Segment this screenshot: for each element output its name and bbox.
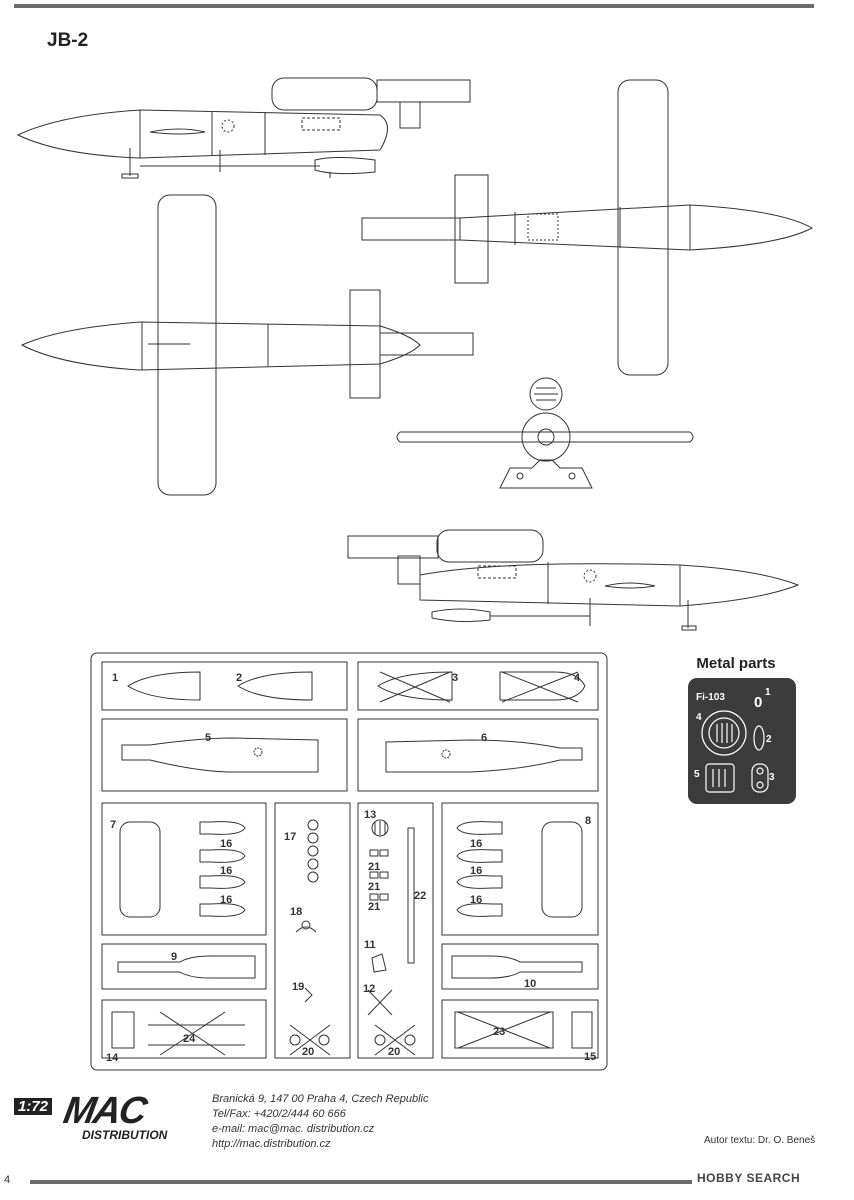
website-line: http://mac.distribution.cz: [212, 1138, 331, 1150]
sprue-parts: [111, 671, 593, 1056]
part-label: 11: [364, 939, 376, 951]
part-label: 16: [470, 894, 482, 906]
logo-brand: MAC: [60, 1090, 149, 1132]
part-label: 16: [470, 838, 482, 850]
part-label: 18: [290, 906, 302, 918]
part-label: 7: [110, 819, 116, 831]
part-label: 6: [481, 732, 487, 744]
bottom-rule: [30, 1180, 692, 1184]
metal-parts-card: Fi-103 0 1 4 2 5 3: [688, 678, 796, 804]
phone-line: Tel/Fax: +420/2/444 60 666: [212, 1108, 346, 1120]
top-view-right: [361, 79, 814, 376]
metal-parts-drawing: [701, 710, 769, 793]
logo-sub: DISTRIBUTION: [82, 1128, 168, 1142]
part-label: 20: [302, 1046, 314, 1058]
metal-number: 2: [766, 734, 772, 745]
part-label: 24: [183, 1033, 196, 1045]
front-view: [396, 377, 694, 489]
part-label: 21: [368, 901, 380, 913]
logo-scale: 1:72: [14, 1098, 53, 1115]
page-title: JB-2: [47, 30, 89, 51]
metal-number: 4: [696, 712, 702, 723]
part-label: 13: [364, 809, 376, 821]
part-label: 5: [205, 732, 211, 744]
part-number-labels: 1 2 3 4 5 6 7 8 9 10 11 12 13 14 15 16 1…: [106, 672, 596, 1064]
part-label: 17: [284, 831, 296, 843]
address-block: Branická 9, 147 00 Praha 4, Czech Republ…: [212, 1092, 428, 1152]
top-view-left: [20, 194, 474, 496]
part-label: 20: [388, 1046, 400, 1058]
part-label: 16: [220, 865, 232, 877]
part-label: 16: [470, 865, 482, 877]
part-label: 21: [368, 881, 380, 893]
metal-number: 1: [765, 687, 771, 698]
address-line: Branická 9, 147 00 Praha 4, Czech Republ…: [212, 1093, 429, 1105]
part-label: 10: [524, 978, 536, 990]
part-label: 22: [414, 890, 426, 902]
part-label: 19: [292, 981, 304, 993]
part-label: 16: [220, 838, 232, 850]
email-line: e-mail: mac@mac. distribution.cz: [212, 1123, 375, 1135]
part-label: 15: [584, 1051, 596, 1063]
metal-parts-title: Metal parts: [696, 655, 776, 672]
part-label: 21: [368, 861, 380, 873]
part-label: 8: [585, 815, 591, 827]
metal-sheet-label: Fi-103: [696, 692, 725, 703]
page-number: 4: [4, 1174, 11, 1186]
part-label: 16: [220, 894, 232, 906]
side-view-right: [347, 529, 800, 631]
mac-logo: 1:72 MAC DISTRIBUTION: [14, 1090, 184, 1146]
metal-number: 0: [754, 694, 763, 711]
part-label: 2: [236, 672, 242, 684]
sprue-frame: [90, 652, 608, 1071]
part-label: 14: [106, 1052, 119, 1064]
author-credit: Autor textu: Dr. O. Beneš: [704, 1135, 816, 1146]
part-label: 23: [493, 1026, 505, 1038]
watermark: HOBBY SEARCH: [697, 1171, 801, 1185]
metal-number: 5: [694, 769, 700, 780]
part-label: 3: [452, 672, 458, 684]
part-label: 4: [574, 672, 581, 684]
part-label: 9: [171, 951, 177, 963]
metal-number: 3: [769, 772, 775, 783]
side-view-left: [16, 77, 471, 179]
part-label: 1: [112, 672, 118, 684]
top-rule: [14, 4, 814, 8]
part-label: 12: [363, 983, 375, 995]
